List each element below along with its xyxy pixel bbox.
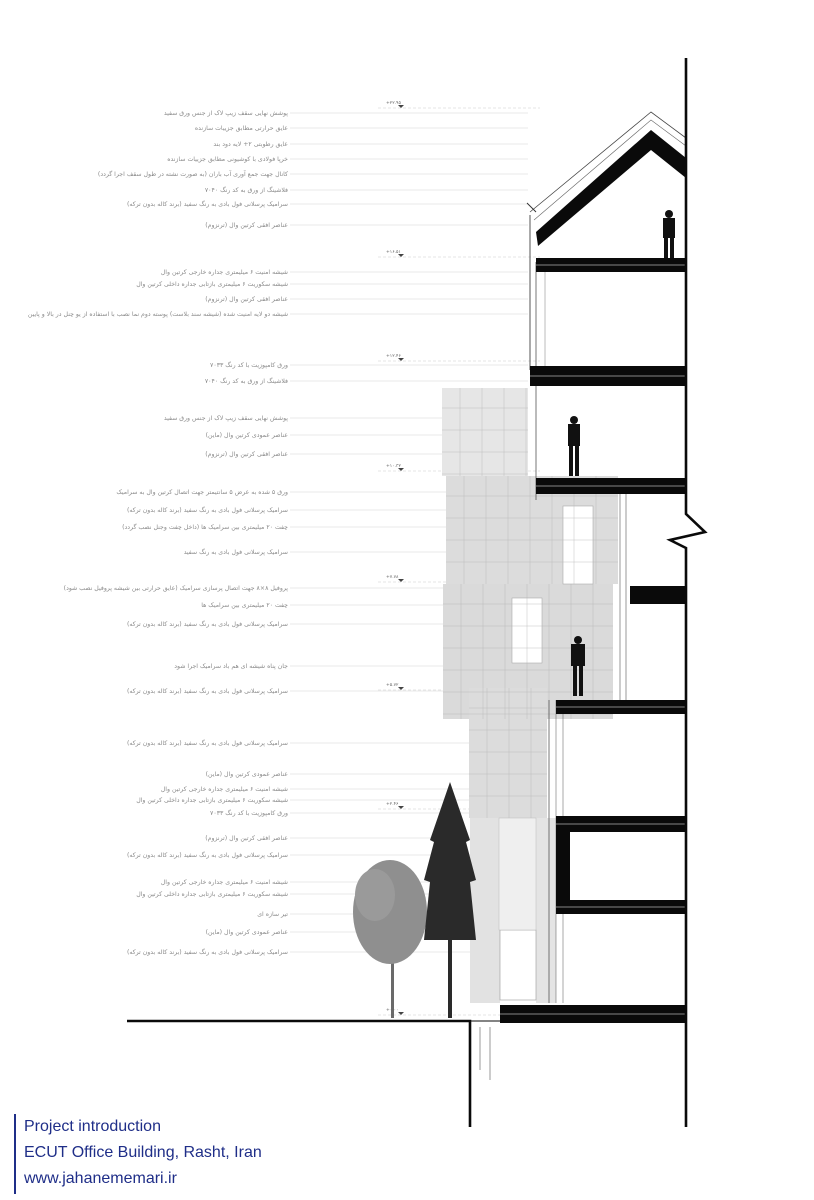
roof	[526, 111, 687, 246]
annotation-text: کانال جهت جمع آوری آب باران (به صورت نشت…	[98, 169, 288, 178]
tree-icon	[353, 782, 476, 1018]
annotation-0: پوشش نهایی سقف زیپ لاک از جنس ورق سفید	[164, 109, 528, 117]
annotation-12: ورق کامپوزیت با کد رنگ ۷۰۳۳	[210, 361, 528, 369]
annotation-26: سرامیک پرسلانی فول بادی به رنگ سفید (برن…	[127, 739, 528, 747]
annotation-8: شیشه امنیت ۶ میلیمتری جداره خارجی کرتین …	[161, 269, 528, 276]
annotation-text: عایق رطوبتی ۲+ لایه دود بند	[213, 141, 288, 148]
annotation-text: سرامیک پرسلانی فول بادی به رنگ سفید (برن…	[127, 620, 288, 628]
annotation-text: عایق حرارتی مطابق جزییات سازنده	[195, 125, 288, 132]
annotation-13: فلاشینگ از ورق به کد رنگ ۷۰۴۰	[205, 377, 528, 385]
annotation-text: عناصر افقی کرتین وال (ترنزوم)	[205, 222, 288, 229]
project-caption: Project introduction ECUT Office Buildin…	[14, 1114, 262, 1194]
annotation-text: شیشه دو لایه امنیت شده (شیشه سند بلاست) …	[28, 311, 288, 318]
annotation-text: ورق ۵ شده به عرض ۵ سانتیمتر جهت اتصال کر…	[116, 489, 288, 496]
annotation-text: سرامیک پرسلانی فول بادی به رنگ سفید	[184, 548, 288, 556]
annotation-text: سرامیک پرسلانی فول بادی به رنگ سفید (برن…	[127, 739, 288, 747]
annotation-text: شیشه سکوریت ۶ میلیمتری بازتابی جداره داخ…	[136, 891, 288, 898]
annotation-37: سرامیک پرسلانی فول بادی به رنگ سفید (برن…	[127, 948, 528, 956]
level-text: +۲۲.۹۵	[386, 100, 401, 106]
annotation-text: عناصر عمودی کرتین وال (ماین)	[206, 432, 289, 439]
annotation-text: عناصر عمودی کرتین وال (ماین)	[206, 771, 289, 778]
caption-website[interactable]: www.jahanememari.ir	[24, 1170, 177, 1187]
slab-seams	[500, 264, 686, 1015]
level-text: +۷.۷۸	[386, 574, 399, 580]
annotation-layer: پوشش نهایی سقف زیپ لاک از جنس ورق سفید عا…	[28, 109, 528, 956]
annotation-text: ورق کامپوزیت با کد رنگ ۷۰۳۳	[210, 809, 288, 817]
annotation-text: فلاشینگ از ورق به کد رنگ ۷۰۴۰	[205, 377, 288, 385]
annotation-4: کانال جهت جمع آوری آب باران (به صورت نشت…	[98, 169, 528, 178]
annotation-10: عناصر افقی کرتین وال (ترنزوم)	[205, 296, 528, 303]
annotation-text: پروفیل ۸×۸ جهت اتصال پرسازی سرامیک (عایق…	[64, 585, 289, 592]
annotation-text: عناصر عمودی کرتین وال (ماین)	[206, 929, 289, 936]
annotation-text: عناصر افقی کرتین وال (ترنزوم)	[205, 835, 288, 842]
level-text: +۱۲.۴۶	[386, 353, 401, 359]
annotation-text: ورق کامپوزیت با کد رنگ ۷۰۳۳	[210, 361, 288, 369]
person-icon	[571, 636, 585, 696]
annotation-text: سرامیک پرسلانی فول بادی به رنگ سفید (برن…	[127, 200, 288, 208]
annotation-text: شیشه سکوریت ۶ میلیمتری بازتابی جداره داخ…	[136, 797, 288, 804]
annotation-9: شیشه سکوریت ۶ میلیمتری بازتابی جداره داخ…	[136, 281, 528, 288]
level-text: +۵.۷۲	[386, 682, 399, 688]
structure-lines	[127, 58, 708, 1127]
caption-project: ECUT Office Building, Rasht, Iran	[24, 1144, 262, 1161]
annotation-5: فلاشینگ از ورق به کد رنگ ۷۰۴۰	[205, 186, 528, 194]
annotation-text: چفت ۲۰ میلیمتری بین سرامیک ها	[201, 602, 288, 609]
level-marker-2: +۱۲.۴۶	[378, 353, 540, 362]
caption-title: Project introduction	[24, 1118, 161, 1135]
annotation-text: فلاشینگ از ورق به کد رنگ ۷۰۴۰	[205, 186, 288, 194]
annotation-text: پوشش نهایی سقف زیپ لاک از جنس ورق سفید	[164, 414, 288, 422]
annotation-3: خرپا فولادی با کوشیونی مطابق جزییات سازن…	[167, 156, 528, 163]
annotation-text: پوشش نهایی سقف زیپ لاک از جنس ورق سفید	[164, 109, 288, 117]
ceramic-joint-grid	[442, 388, 618, 818]
annotation-text: عناصر افقی کرتین وال (ترنزوم)	[205, 296, 288, 303]
level-text: +۱۰.۳۲	[386, 463, 401, 469]
level-text: +۱۶.۵۱	[386, 249, 401, 255]
annotation-2: عایق رطوبتی ۲+ لایه دود بند	[213, 141, 528, 148]
annotation-7: عناصر افقی کرتین وال (ترنزوم)	[205, 222, 528, 229]
annotation-text: چفت ۲۰ میلیمتری بین سرامیک ها (داخل چفت …	[122, 523, 288, 531]
annotation-text: سرامیک پرسلانی فول بادی به رنگ سفید (برن…	[127, 687, 288, 695]
annotation-text: خرپا فولادی با کوشیونی مطابق جزییات سازن…	[167, 156, 288, 163]
level-marker-1: +۱۶.۵۱	[378, 249, 540, 258]
level-marker-0: +۲۲.۹۵	[378, 100, 540, 109]
annotation-text: شیشه امنیت ۶ میلیمتری جداره خارجی کرتین …	[161, 786, 288, 793]
annotation-text: تیر سازه ای	[257, 911, 288, 918]
annotation-text: سرامیک پرسلانی فول بادی به رنگ سفید (برن…	[127, 948, 288, 956]
annotation-text: شیشه امنیت ۶ میلیمتری جداره خارجی کرتین …	[161, 879, 288, 886]
annotation-text: شیشه سکوریت ۶ میلیمتری بازتابی جداره داخ…	[136, 281, 288, 288]
annotation-1: عایق حرارتی مطابق جزییات سازنده	[195, 125, 528, 132]
annotation-11: شیشه دو لایه امنیت شده (شیشه سند بلاست) …	[28, 311, 528, 318]
annotation-text: سرامیک پرسلانی فول بادی به رنگ سفید (برن…	[127, 506, 288, 514]
person-icon	[568, 416, 580, 476]
annotation-text: جان پناه شیشه ای هم باد سرامیک اجرا شود	[174, 663, 288, 670]
person-icon	[663, 210, 675, 258]
annotation-text: شیشه امنیت ۶ میلیمتری جداره خارجی کرتین …	[161, 269, 288, 276]
annotation-6: سرامیک پرسلانی فول بادی به رنگ سفید (برن…	[127, 200, 528, 208]
level-text: +۲.۴۶	[386, 801, 398, 807]
annotation-text: سرامیک پرسلانی فول بادی به رنگ سفید (برن…	[127, 851, 288, 859]
annotation-text: عناصر افقی کرتین وال (ترنزوم)	[205, 451, 288, 458]
